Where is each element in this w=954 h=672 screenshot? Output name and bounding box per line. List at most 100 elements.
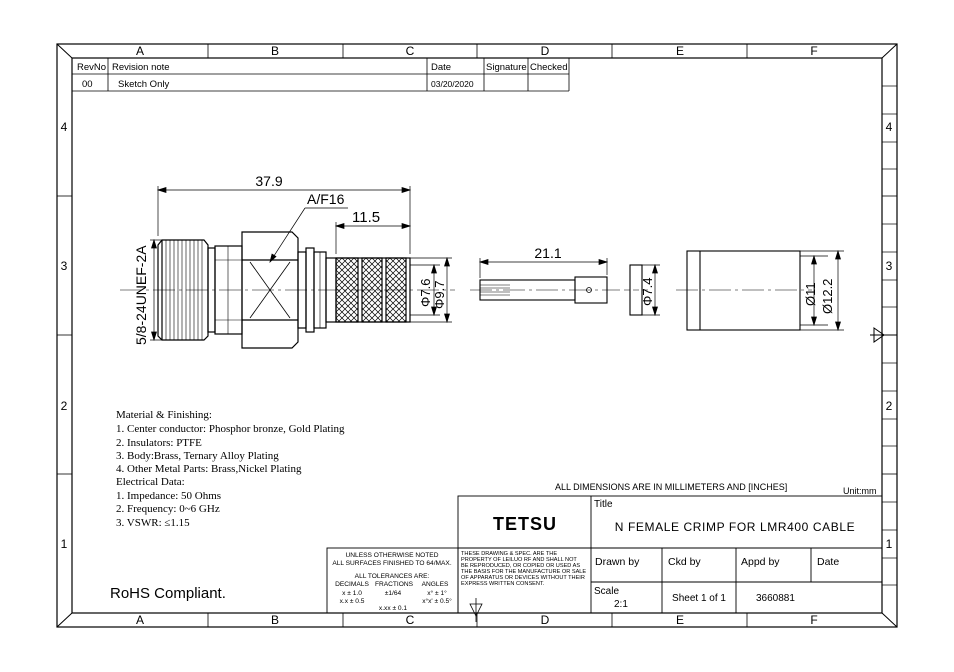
date-label: Date [817, 556, 839, 568]
svg-text:THE BASIS FOR THE MANUFACTURE: THE BASIS FOR THE MANUFACTURE OR SALE [461, 569, 586, 575]
tolerance-frac: ±1/64 [385, 590, 402, 597]
svg-text:THESE DRAWING & SPEC. ARE THE: THESE DRAWING & SPEC. ARE THE [461, 551, 557, 557]
ckd-by-label: Ckd by [668, 556, 701, 568]
zone-ticks [57, 44, 897, 627]
note-line: Material & Finishing: [116, 409, 212, 421]
note-line: Electrical Data: [116, 476, 185, 488]
dim-pin-length: 21.1 [534, 245, 561, 261]
dim-d-small: Φ7.6 [418, 279, 433, 307]
tolerance-angles: ANGLES [422, 581, 449, 588]
zone-row-right: 1 [886, 537, 893, 551]
material-notes: Material & Finishing: 1. Center conducto… [116, 409, 345, 529]
ferrule [676, 250, 812, 331]
company-name: TETSU [493, 514, 557, 534]
zone-row-right: 4 [886, 120, 893, 134]
note-line: 1. Center conductor: Phosphor bronze, Go… [116, 423, 345, 435]
centering-arrow [870, 327, 897, 343]
zone-col-top: C [406, 44, 415, 58]
legal-notice: THESE DRAWING & SPEC. ARE THE PROPERTY O… [461, 551, 586, 587]
zone-col-bottom: D [541, 613, 550, 627]
note-line: 2. Frequency: 0~6 GHz [116, 503, 220, 515]
zone-labels: A B C D E F A B C D E F 4 3 2 1 4 3 2 1 [61, 44, 893, 627]
rev-note: Sketch Only [118, 79, 169, 90]
tolerance-line2: ALL SURFACES FINISHED TO 64/MAX. [332, 560, 452, 567]
dim-crimp-length: 11.5 [352, 209, 380, 226]
zone-row-right: 2 [886, 399, 893, 413]
zone-col-top: B [271, 44, 279, 58]
dim-pin-d: Φ7.4 [640, 278, 655, 306]
rev-header: Revision note [112, 62, 170, 73]
dim-overall-length: 37.9 [255, 173, 282, 189]
zone-col-bottom: A [136, 613, 144, 627]
zone-col-bottom: B [271, 613, 279, 627]
zone-col-top: A [136, 44, 144, 58]
dim-ferrule-inner: Ø11 [803, 282, 818, 306]
pin-dimension-lines [478, 258, 609, 278]
note-line: 3. Body:Brass, Ternary Alloy Plating [116, 450, 279, 462]
rohs-label: RoHS Compliant. [110, 585, 226, 602]
note-line: 2. Insulators: PTFE [116, 437, 202, 449]
part-number: 3660881 [756, 593, 795, 604]
svg-text:EXPRESS WRITTEN CONSENT.: EXPRESS WRITTEN CONSENT. [461, 581, 545, 587]
tolerance-d2: x.x ± 0.5 [340, 598, 365, 605]
projection-symbol [469, 598, 483, 622]
svg-text:OF APPARATUS OR DEVICES WITHOU: OF APPARATUS OR DEVICES WITHOUT THEIR [461, 575, 585, 581]
tolerance-d3: x.xx ± 0.1 [379, 605, 408, 612]
rev-header: Date [431, 62, 451, 73]
revision-table: RevNo Revision note Date Signature Check… [72, 58, 570, 92]
tolerance-line1: UNLESS OTHERWISE NOTED [346, 552, 439, 559]
insulator-dimension-lines [642, 263, 660, 317]
sheet-border [56, 43, 898, 628]
unit-label: Unit:mm [843, 486, 877, 496]
zone-col-top: E [676, 44, 684, 58]
note-line: 4. Other Metal Parts: Brass,Nickel Plati… [116, 463, 302, 475]
dim-hex: A/F16 [307, 191, 345, 207]
rev-number: 00 [82, 79, 93, 90]
center-pin [470, 276, 620, 304]
zone-col-bottom: E [676, 613, 684, 627]
note-line: 1. Impedance: 50 Ohms [116, 490, 221, 502]
tolerance-a2: x°x' ± 0.5° [422, 597, 452, 605]
ferrule-dimension-lines [800, 249, 844, 332]
tolerance-d1: x ± 1.0 [342, 590, 362, 597]
connector-body [120, 231, 455, 349]
tolerance-decimals: DECIMALS [335, 581, 369, 588]
rev-date: 03/20/2020 [431, 79, 474, 89]
body-dimension-lines [150, 186, 452, 342]
rev-header: Checked [530, 62, 568, 73]
title-label: Title [594, 499, 613, 510]
svg-text:BE REPRODUCED, OR COPIED OR US: BE REPRODUCED, OR COPIED OR USED AS [461, 563, 580, 569]
tolerance-fractions: FRACTIONS [375, 581, 414, 588]
note-line: 3. VSWR: ≤1.15 [116, 517, 190, 529]
drawn-by-label: Drawn by [595, 556, 640, 568]
title-block-grid [326, 495, 883, 614]
zone-row-right: 3 [886, 259, 893, 273]
zone-col-bottom: F [810, 613, 817, 627]
svg-text:PROPERTY OF LEILUO RF AND SHAL: PROPERTY OF LEILUO RF AND SHALL NOT [461, 557, 577, 563]
zone-row-left: 3 [61, 259, 68, 273]
sheet-label: Sheet 1 of 1 [672, 593, 726, 604]
appd-by-label: Appd by [741, 556, 780, 568]
zone-col-top: D [541, 44, 550, 58]
tolerance-block: UNLESS OTHERWISE NOTED ALL SURFACES FINI… [332, 552, 452, 612]
scale-label: Scale [594, 586, 619, 597]
dim-d-large: Φ9.7 [432, 281, 447, 309]
edge-ruler-ticks [882, 85, 897, 586]
zone-col-top: F [810, 44, 817, 58]
body-dimension-labels: 37.9 A/F16 11.5 5/8-24UNEF-2A Φ7.6 Φ9.7 [133, 173, 447, 345]
dim-thread: 5/8-24UNEF-2A [133, 245, 149, 345]
zone-row-left: 1 [61, 537, 68, 551]
tolerance-line3: ALL TOLERANCES ARE: [355, 573, 430, 580]
zone-row-left: 2 [61, 399, 68, 413]
dimensions-note: ALL DIMENSIONS ARE IN MILLIMETERS AND [I… [555, 482, 787, 492]
insulator [624, 264, 648, 316]
zone-row-left: 4 [61, 120, 68, 134]
dim-ferrule-outer: Ø12.2 [820, 279, 835, 314]
rev-header: RevNo [77, 62, 106, 73]
scale-value: 2:1 [614, 599, 628, 610]
tolerance-a1: x° ± 1° [427, 589, 447, 597]
rev-header: Signature [486, 62, 527, 73]
drawing-title: N FEMALE CRIMP FOR LMR400 CABLE [615, 520, 855, 534]
zone-col-bottom: C [406, 613, 415, 627]
